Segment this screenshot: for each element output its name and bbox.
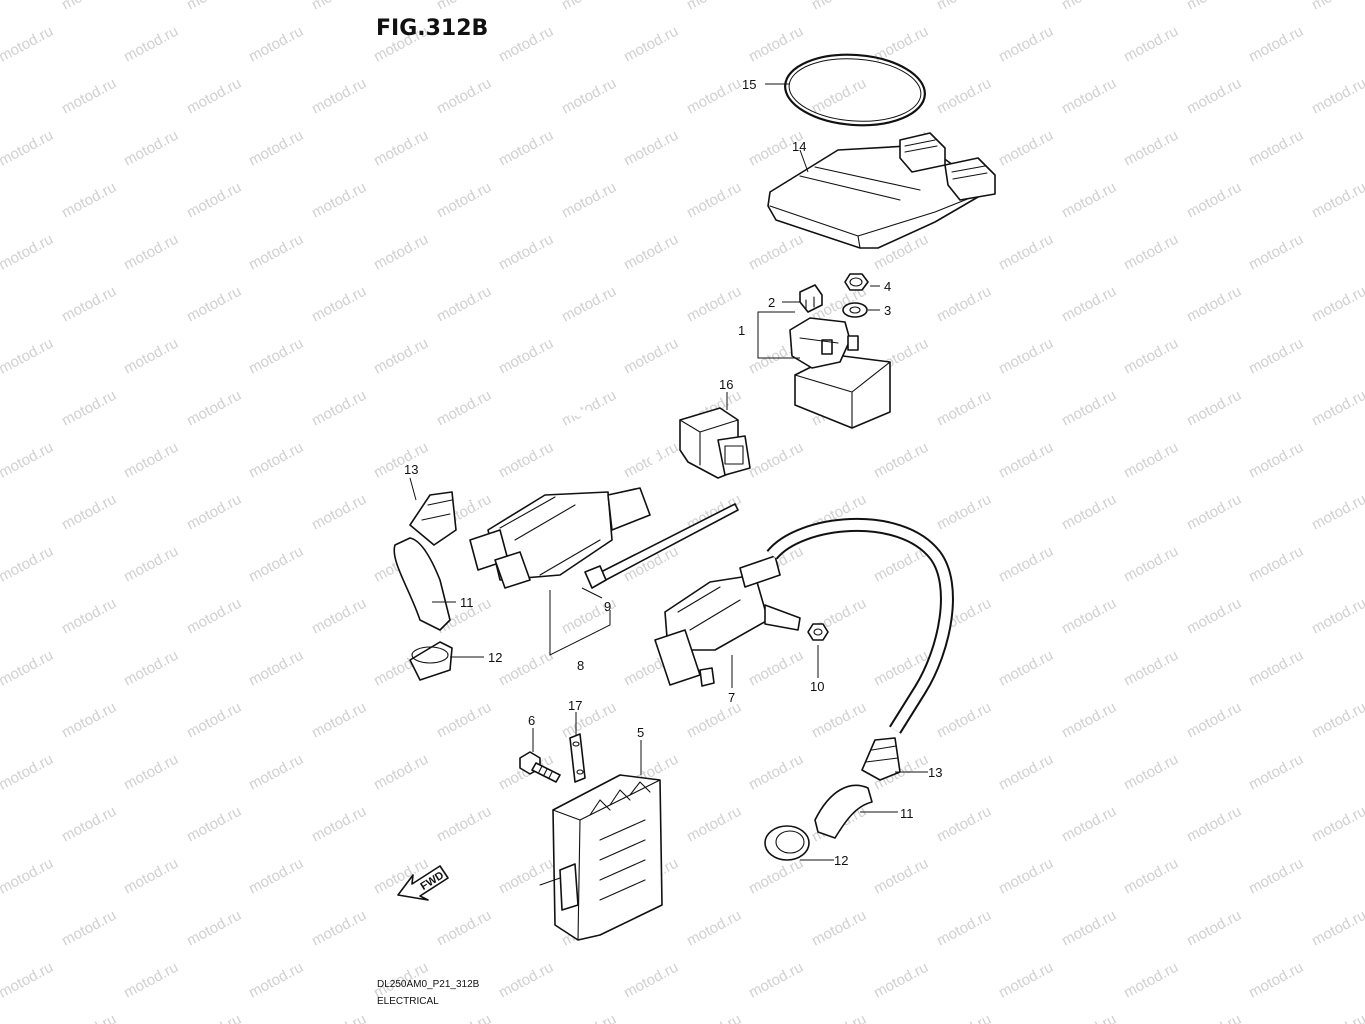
callout-13-lower: 13 bbox=[928, 765, 942, 780]
spark-plug-part bbox=[584, 503, 739, 589]
figure-code: DL250AM0_P21_312B bbox=[377, 979, 480, 990]
connector-part bbox=[679, 407, 751, 479]
plug-boot-upper-part bbox=[409, 491, 457, 546]
washer-part bbox=[842, 302, 868, 318]
callout-1: 1 bbox=[738, 323, 745, 338]
fwd-arrow-icon: FWD bbox=[397, 865, 449, 901]
ignition-coil-upper-part bbox=[464, 408, 664, 656]
callout-15: 15 bbox=[742, 77, 756, 92]
callout-6: 6 bbox=[528, 713, 535, 728]
callout-8: 8 bbox=[577, 658, 584, 673]
callout-11-upper: 11 bbox=[460, 595, 474, 610]
callout-14: 14 bbox=[792, 139, 806, 154]
o-ring-part bbox=[784, 53, 926, 127]
leader-lines bbox=[409, 83, 928, 861]
callout-2: 2 bbox=[768, 295, 775, 310]
callout-4: 4 bbox=[884, 279, 891, 294]
plug-boot-lower-part bbox=[861, 737, 901, 781]
cap-upper-part bbox=[409, 641, 453, 681]
callout-9: 9 bbox=[604, 599, 611, 614]
bolt-part bbox=[519, 751, 561, 783]
callout-12-upper: 12 bbox=[488, 650, 502, 665]
nut-lower-part bbox=[807, 623, 829, 641]
callout-16: 16 bbox=[719, 377, 733, 392]
callout-7: 7 bbox=[728, 690, 735, 705]
callout-numbers: 15 14 4 3 2 1 16 13 11 12 9 8 7 10 13 11… bbox=[404, 77, 942, 868]
regulator-rectifier-part bbox=[539, 774, 663, 941]
callout-5: 5 bbox=[637, 725, 644, 740]
callout-11-lower: 11 bbox=[900, 806, 914, 821]
cap-lower-part bbox=[764, 825, 810, 861]
starter-relay-part bbox=[789, 317, 891, 429]
callout-3: 3 bbox=[884, 303, 891, 318]
ecm-unit-part bbox=[767, 132, 996, 249]
clamp-part bbox=[569, 733, 586, 783]
cable-lower-part bbox=[766, 517, 954, 734]
figure-section: ELECTRICAL bbox=[377, 996, 439, 1007]
hose-bend-lower-part bbox=[814, 784, 873, 839]
callout-17: 17 bbox=[568, 698, 582, 713]
callout-10: 10 bbox=[810, 679, 824, 694]
figure-title: FIG.312B bbox=[376, 16, 488, 41]
nut-part bbox=[844, 273, 869, 291]
hose-bend-upper-part bbox=[393, 537, 451, 631]
callout-13-upper: 13 bbox=[404, 462, 418, 477]
callout-12-lower: 12 bbox=[834, 853, 848, 868]
ignition-coil-lower-part bbox=[654, 555, 801, 687]
